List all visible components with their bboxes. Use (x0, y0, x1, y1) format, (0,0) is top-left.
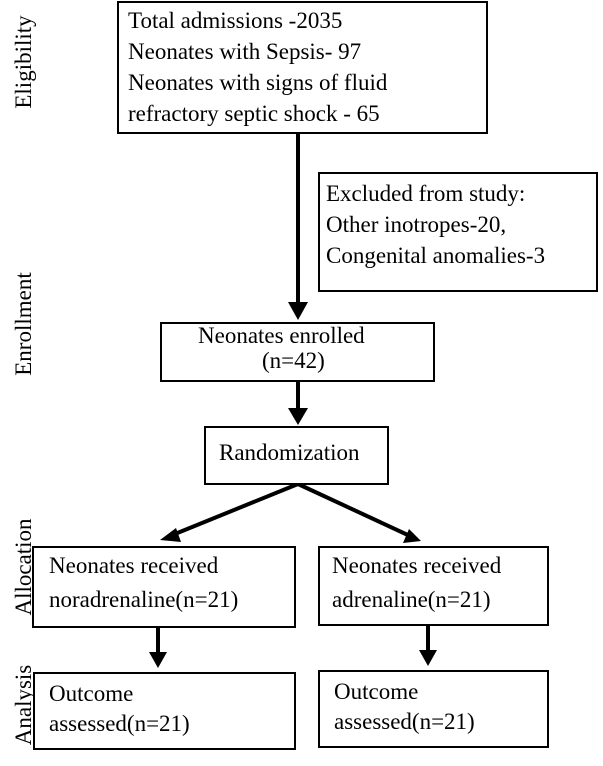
arrow-randomization-to-noradrenaline (169, 482, 299, 538)
excluded-title: Excluded from study: (326, 181, 526, 206)
eligibility-total-admissions: Total admissions -2035 (128, 8, 343, 33)
arrowhead-outcome-left (149, 652, 167, 668)
noradrenaline-box: Neonates received noradrenaline(n=21) (32, 546, 296, 628)
outcome-right-count: assessed(n=21) (334, 709, 475, 734)
excluded-box: Excluded from study: Other inotropes-20,… (318, 172, 598, 292)
arrowhead-noradrenaline (160, 528, 181, 542)
outcome-left-label: Outcome (49, 681, 134, 706)
excluded-other-inotropes: Other inotropes-20, (326, 212, 507, 237)
enrolled-label: Neonates enrolled (198, 323, 365, 348)
adrenaline-count: adrenaline(n=21) (332, 587, 491, 612)
arrowhead-randomization (288, 408, 308, 425)
arrowhead-adrenaline (403, 529, 421, 543)
eligibility-fluid-signs: Neonates with signs of fluid (128, 70, 388, 95)
arrowhead-enrolled (288, 302, 308, 320)
arrow-randomization-to-adrenaline (297, 482, 411, 538)
eligibility-sepsis: Neonates with Sepsis- 97 (128, 39, 362, 64)
noradrenaline-label: Neonates received (49, 553, 219, 578)
noradrenaline-count: noradrenaline(n=21) (49, 587, 239, 612)
outcome-left-count: assessed(n=21) (49, 711, 190, 736)
eligibility-box: Total admissions -2035 Neonates with Sep… (117, 1, 488, 134)
enrolled-count: (n=42) (262, 348, 325, 373)
eligibility-septic-shock: refractory septic shock - 65 (128, 101, 380, 126)
outcome-right-label: Outcome (334, 679, 419, 704)
outcome-right-box: Outcome assessed(n=21) (318, 670, 549, 748)
enrolled-box: Neonates enrolled (n=42) (160, 322, 435, 382)
excluded-congenital-anomalies: Congenital anomalies-3 (326, 243, 546, 268)
arrowhead-outcome-right (419, 650, 437, 666)
adrenaline-label: Neonates received (332, 553, 502, 578)
randomization-box: Randomization (204, 426, 389, 485)
adrenaline-box: Neonates received adrenaline(n=21) (318, 546, 549, 626)
outcome-left-box: Outcome assessed(n=21) (33, 672, 296, 750)
randomization-label: Randomization (219, 440, 360, 465)
section-label-eligibility: Eligibility (11, 15, 36, 109)
section-label-enrollment: Enrollment (11, 272, 36, 376)
